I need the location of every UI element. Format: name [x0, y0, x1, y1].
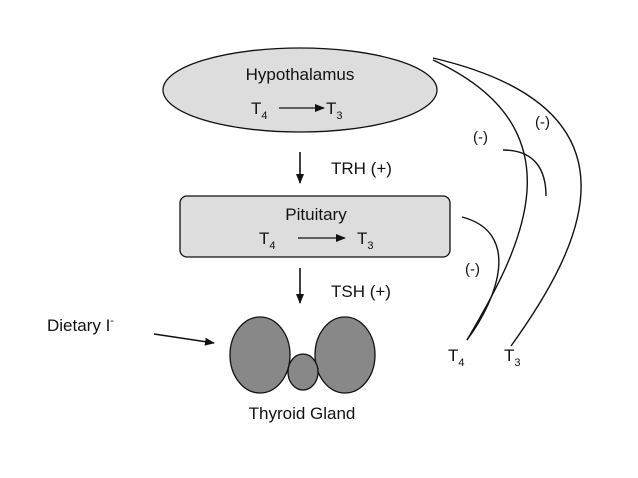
feedback-t3-label: T3: [504, 346, 521, 369]
thyroid-gland-shape: [229, 316, 376, 394]
feedback-curve-t3-to-hypothalamus: [432, 57, 582, 347]
hypothalamus-t3: T3: [326, 99, 343, 122]
thyroid-left-lobe: [229, 316, 291, 394]
pituitary-node: [179, 195, 451, 258]
inhibition-label-pituitary-t4: (-): [465, 261, 480, 278]
inhibition-label-hypothalamus-t3: (-): [535, 114, 550, 131]
inhibition-label-hypothalamus-t4: (-): [473, 129, 488, 146]
dietary-iodide-arrow: [153, 333, 215, 346]
hypothalamus-t4: T4: [251, 99, 268, 122]
dietary-iodide-label: Dietary I-: [47, 315, 114, 335]
thyroid-isthmus: [287, 353, 319, 391]
hypothalamus-node: [162, 47, 438, 133]
tsh-label: TSH (+): [331, 282, 391, 301]
trh-label: TRH (+): [331, 159, 392, 178]
feedback-t4-label: T4: [448, 346, 465, 369]
inhibition-curve-hypothalamus-t3: [502, 149, 547, 197]
feedback-curve-t4-to-pituitary: [461, 216, 500, 341]
pituitary-t3: T3: [357, 229, 374, 252]
hypothalamus-label: Hypothalamus: [246, 65, 355, 84]
pituitary-t4: T4: [259, 229, 276, 252]
pituitary-label: Pituitary: [285, 205, 347, 224]
thyroid-right-lobe: [314, 316, 376, 394]
thyroid-gland-label: Thyroid Gland: [249, 404, 356, 423]
